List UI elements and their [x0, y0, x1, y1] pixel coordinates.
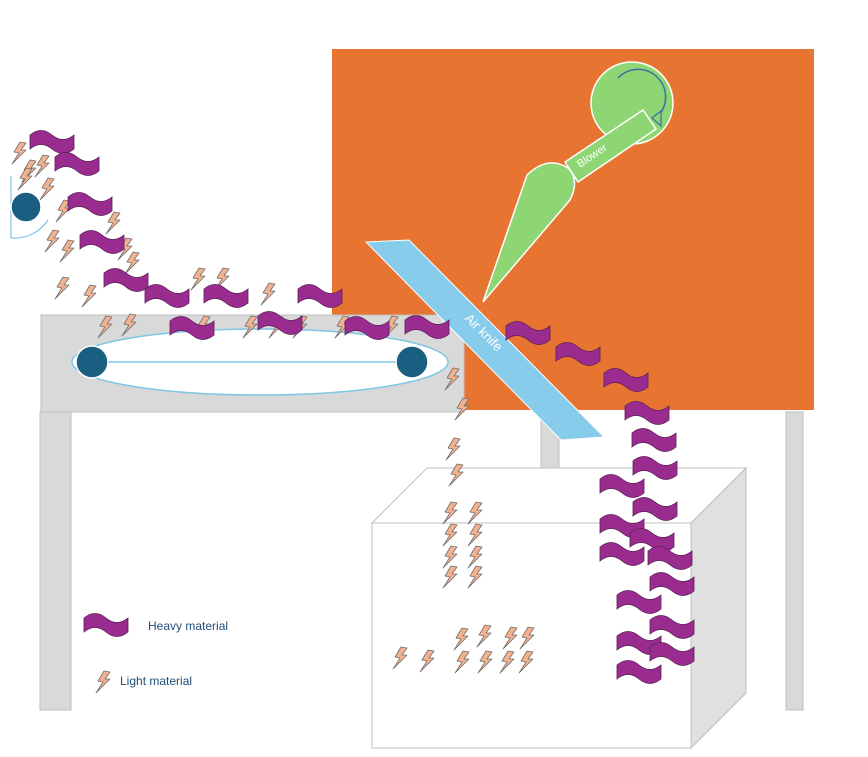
heavy-particle	[144, 284, 190, 308]
collection-box-top	[370, 467, 748, 524]
light-particle	[17, 167, 33, 191]
legend-light-icon	[95, 670, 111, 694]
blower: Blower	[482, 61, 674, 303]
light-particle	[11, 141, 27, 165]
heavy-particle	[54, 152, 100, 176]
legend-heavy-label: Heavy material	[148, 619, 228, 633]
light-particle	[54, 276, 70, 300]
light-particle	[81, 284, 97, 308]
light-particle	[260, 282, 276, 306]
heavy-particle	[203, 284, 249, 308]
heavy-particle	[631, 428, 677, 452]
blower-nozzle	[482, 162, 576, 303]
light-particle	[124, 251, 140, 275]
collection-box	[370, 466, 748, 750]
light-particle	[105, 211, 121, 235]
feed-pulley	[10, 191, 42, 223]
legend-heavy-icon	[83, 613, 129, 637]
table-leg-right	[785, 411, 804, 711]
light-particle	[44, 229, 60, 253]
conveyor-roller-right	[395, 345, 429, 379]
light-particle	[39, 177, 55, 201]
legend-light-label: Light material	[120, 674, 192, 688]
light-particle	[445, 437, 461, 461]
light-particle	[190, 267, 206, 291]
heavy-particle	[29, 130, 75, 154]
light-particle	[59, 239, 75, 263]
legend: Heavy material Light material	[83, 613, 228, 694]
conveyor-roller-left	[75, 345, 109, 379]
rotation-arrow-icon	[617, 68, 667, 117]
table-leg-left	[39, 411, 72, 711]
air-knife	[364, 239, 606, 441]
heavy-particle	[67, 192, 113, 216]
heavy-particle	[79, 230, 125, 254]
light-particle	[34, 154, 50, 178]
